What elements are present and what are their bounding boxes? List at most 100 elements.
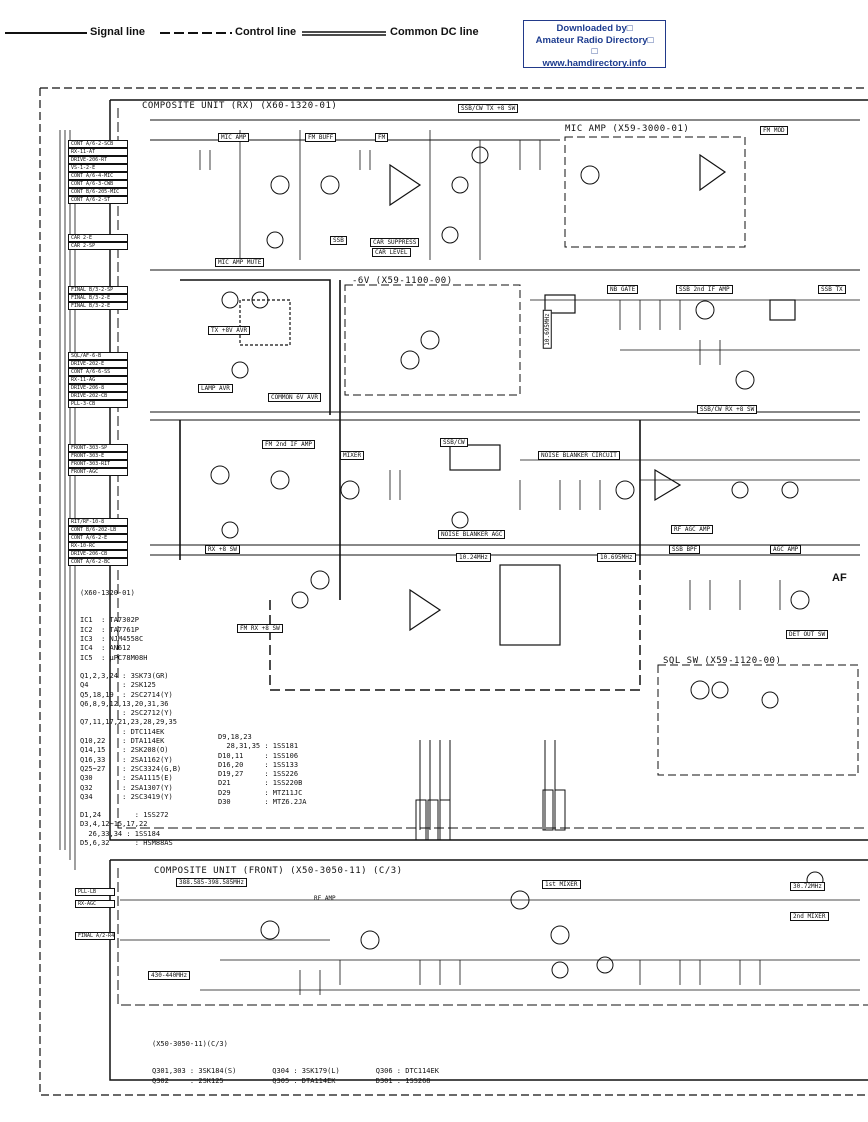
block-nb-agc: NOISE BLANKER AGC	[438, 530, 506, 539]
block-band-388: 388.585-398.585MHz	[176, 878, 248, 887]
block-rx-sw: RX +8 SW	[205, 545, 240, 554]
watermark-link[interactable]: www.hamdirectory.info	[542, 57, 647, 69]
part-entry: Q30 : 2SA1115(E)	[80, 774, 173, 783]
block-ssb: SSB	[330, 236, 347, 245]
unit-title-neg6v: -6V (X59-1100-00)	[352, 276, 453, 286]
part-entry: Q32 : 2SA1307(Y)	[80, 783, 173, 792]
part-entry: Q305 : DTA114EK	[272, 1076, 336, 1085]
connector-pin-label: PLL-LB	[75, 888, 115, 896]
watermark-box: Downloaded by□ Amateur Radio Directory□ …	[523, 20, 666, 69]
part-entry	[80, 802, 181, 811]
connector-pin-label: RX-10-RC	[68, 542, 128, 550]
connector-pin-label: DRIVE-202-E	[68, 360, 128, 368]
parts-list-front: (X50-3050-11)(C/3) Q301,303 : 3SK184(S)Q…	[152, 1021, 439, 1095]
connector-pin-label: RIT/RF-10-8	[68, 518, 128, 526]
part-entry: D10,11 : 1SS106	[218, 751, 299, 760]
connector-pin-label: VS-1-2-E	[68, 164, 128, 172]
connector-pin-label: FINAL A/2-R4	[75, 932, 115, 940]
block-1st-mixer: 1st MIXER	[542, 880, 581, 889]
block-band-430: 430-440MHz	[148, 971, 191, 980]
block-fm-mod: FM MOD	[760, 126, 788, 135]
cf1-symbol	[409, 588, 442, 632]
block-ssb-cw-tx: SSB/CW TX +8 SW	[458, 104, 519, 113]
block-nb-circuit: NOISE BLANKER CIRCUIT	[538, 451, 620, 460]
sql-sw-unit-border	[657, 664, 859, 776]
part-entry: D301 : 1SS268	[375, 1076, 431, 1085]
connector-pin-label: CONT A/6-2-BC	[68, 558, 128, 566]
connector-pin-label: FINAL B/3-2-E	[68, 302, 128, 310]
connector-pin-label: CONT B/6-202-LB	[68, 526, 128, 534]
connector-pin-label: RX-11-AT	[68, 148, 128, 156]
part-entry: Q1,2,3,24 : 3SK73(GR)	[80, 671, 169, 680]
connector-pin-label: FRONT-303-E	[68, 452, 128, 460]
connector-pin-label: DRIVE-202-CB	[68, 392, 128, 400]
block-rf-amp: RF AMP	[314, 895, 336, 902]
part-entry: IC5 : µPC78M08H	[80, 653, 148, 662]
connector-pin-label: SQL/AF-6-B	[68, 352, 128, 360]
block-10-695mhz-vertical: 10.695MHz	[542, 310, 552, 349]
part-entry: Q4 : 2SK125	[80, 681, 156, 690]
block-car-level: CAR LEVEL	[372, 248, 411, 257]
block-fm-2nd-if: FM 2nd IF AMP	[262, 440, 315, 449]
block-det-out: DET OUT SW	[786, 630, 829, 639]
block-agc-amp: AGC AMP	[770, 545, 802, 554]
block-fm-buff: FM BUFF	[305, 133, 337, 142]
connector-pin-label: CONT A/6-2-SCB	[68, 140, 128, 148]
legend-signal-line: Signal line	[90, 26, 146, 38]
parts-col: Q304 : 3SK179(L)Q305 : DTA114EK	[272, 1067, 339, 1086]
block-fm: FM	[375, 133, 389, 142]
connector-pin-label: CONT A/6-2-ST	[68, 196, 128, 204]
part-entry: D16,20 : 1SS133	[218, 760, 299, 769]
connector-pin-label: CAR 2-E	[68, 234, 128, 242]
part-entry: D30 : MTZ6.2JA	[218, 798, 307, 807]
ic2-symbol	[499, 564, 561, 646]
block-10-24mhz: 10.24MHz	[456, 553, 491, 562]
block-mixer: MIXER	[340, 451, 365, 460]
ic4-symbol	[389, 163, 422, 207]
block-fm-rx-sw: FM RX +8 SW	[237, 624, 283, 633]
connector-pin-label: PLL-3-CB	[68, 400, 128, 408]
part-entry: D5,6,32 : HSM88AS	[80, 839, 173, 848]
connector-pin-label: FINAL B/3-2-E	[68, 294, 128, 302]
part-entry: Q7,11,17,21,23,28,29,35	[80, 718, 177, 727]
part-entry: Q16,33 : 2SA1162(Y)	[80, 755, 173, 764]
legend-control-line: Control line	[235, 26, 297, 38]
part-entry: Q10,22 : DTA114EK	[80, 737, 165, 746]
block-tx-avr: TX +8V AVR	[208, 326, 251, 335]
connector-pin-label: CONT A/6-2-E	[68, 534, 128, 542]
block-30-72mhz: 30.72MHz	[790, 882, 825, 891]
unit-title-mic-amp: MIC AMP (X59-3000-01)	[565, 124, 690, 134]
block-mic-amp-mute: MIC AMP MUTE	[215, 258, 265, 267]
part-entry: Q34 : 2SC3419(Y)	[80, 792, 173, 801]
connector-pin-label: CONT A/6-6-SS	[68, 368, 128, 376]
part-entry	[80, 663, 181, 672]
connector-pin-label: RX-AGC	[75, 900, 115, 908]
watermark-line: Downloaded by□	[556, 23, 633, 34]
part-entry: D21 : 1SS220B	[218, 779, 303, 788]
part-entry: 26,33,34 : 1SS184	[80, 829, 161, 838]
connector-pin-label: FINAL B/3-2-SP	[68, 286, 128, 294]
block-common-avr: COMMON 6V AVR	[268, 393, 321, 402]
parts-list-header: (X50-3050-11)(C/3)	[152, 1039, 228, 1048]
watermark-line: Amateur Radio Directory□	[535, 34, 654, 46]
part-entry: Q304 : 3SK179(L)	[272, 1067, 340, 1076]
legend-common-dc-line: Common DC line	[390, 26, 479, 38]
parts-col: Q301,303 : 3SK184(S)Q302 : 2SK125	[152, 1067, 236, 1086]
block-10-695mhz: 10.695MHz	[597, 553, 636, 562]
connector-pin-label: DRIVE-206-CB	[68, 550, 128, 558]
part-entry: Q301,303 : 3SK184(S)	[152, 1067, 237, 1076]
part-entry: Q6,8,9,12,13,20,31,36	[80, 699, 169, 708]
unit-title-front: COMPOSITE UNIT (FRONT) (X50-3050-11) (C/…	[154, 866, 403, 876]
part-entry: 28,31,35 : 1SS181	[218, 742, 299, 751]
block-ssb-2nd-if: SSB 2nd IF AMP	[676, 285, 733, 294]
connector-pin-label: RX-11-AG	[68, 376, 128, 384]
connector-pin-label: CONT B/6-205-MIC	[68, 188, 128, 196]
part-entry: : DTC114EK	[80, 727, 165, 736]
connector-pin-label: DRIVE-206-8	[68, 384, 128, 392]
neg6v-unit-border	[344, 284, 521, 396]
connector-pin-label: FRONT-303-RIT	[68, 460, 128, 468]
